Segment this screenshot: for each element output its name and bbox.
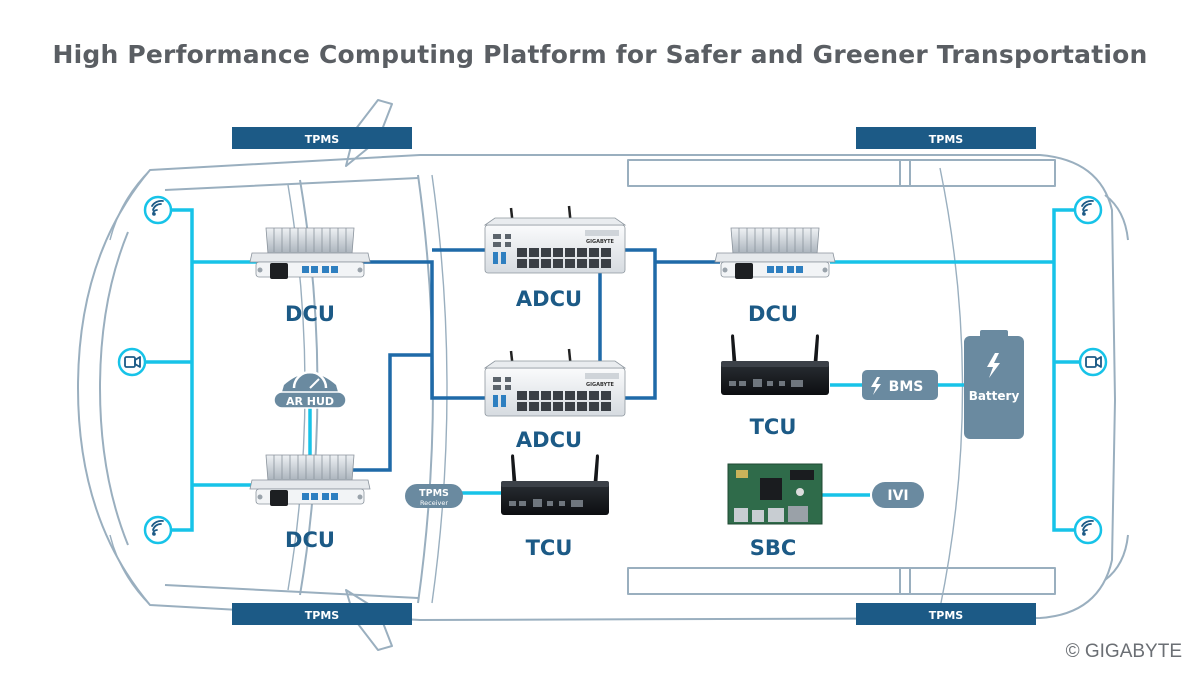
battery-label: Battery — [969, 389, 1020, 403]
copyright-notice: © GIGABYTE — [1065, 641, 1182, 662]
camera-icon — [1078, 347, 1108, 377]
adcu-top-label: ADCU — [515, 287, 583, 311]
sbc-label: SBC — [749, 536, 797, 560]
device-brand: GIGABYTE — [586, 382, 615, 388]
page-title: High Performance Computing Platform for … — [52, 40, 1148, 69]
tpms-receiver-line2: Receiver — [420, 499, 448, 507]
dcu-front-bottom-label: DCU — [285, 528, 335, 552]
backbone-links — [350, 248, 720, 472]
lightning-icon — [987, 353, 1000, 378]
tpms-label: TPMS — [929, 133, 964, 146]
tpms-tag-front-right: TPMS — [232, 603, 412, 625]
tpms-label: TPMS — [305, 609, 340, 622]
ar-hud-unit: AR HUD — [273, 370, 347, 409]
sbc-device — [727, 463, 823, 525]
battery-pack: Battery — [964, 330, 1024, 439]
adcu-bottom-label: ADCU — [515, 428, 583, 452]
bms-badge: BMS — [862, 370, 938, 400]
lightning-icon — [871, 377, 881, 395]
tcu-rear-device — [721, 334, 829, 395]
wireless-sensor-icon — [1073, 515, 1103, 545]
ivi-label: IVI — [887, 488, 908, 504]
ivi-badge: IVI — [872, 482, 924, 508]
tcu-rear-label: TCU — [749, 415, 797, 439]
tpms-receiver-line1: TPMS — [419, 488, 449, 499]
speedometer-icon — [292, 370, 328, 389]
dcu-front-top-device — [249, 227, 371, 280]
tpms-label: TPMS — [929, 609, 964, 622]
dcu-front-bottom-device — [249, 454, 371, 507]
tpms-tag-front-left: TPMS — [232, 127, 412, 149]
dcu-front-top-label: DCU — [285, 302, 335, 326]
tpms-label: TPMS — [305, 133, 340, 146]
device-brand: GIGABYTE — [586, 239, 615, 245]
wireless-sensor-icon — [1073, 195, 1103, 225]
ar-hud-label: AR HUD — [286, 395, 334, 408]
wireless-sensor-icon — [143, 195, 173, 225]
dcu-rear-label: DCU — [748, 302, 798, 326]
wireless-sensor-icon — [143, 515, 173, 545]
tpms-tag-rear-right: TPMS — [856, 603, 1036, 625]
dcu-rear-device — [714, 227, 836, 280]
tpms-tag-rear-left: TPMS — [856, 127, 1036, 149]
tpms-receiver-badge: TPMS Receiver — [405, 484, 463, 508]
tcu-center-device — [501, 454, 609, 515]
bms-label: BMS — [889, 379, 924, 395]
tcu-center-label: TCU — [525, 536, 573, 560]
camera-icon — [117, 347, 147, 377]
sensor-links — [145, 208, 1080, 532]
